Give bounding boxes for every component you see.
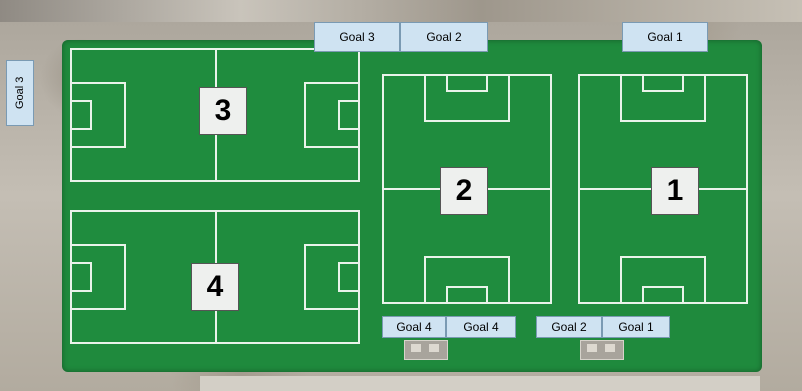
storage-shed xyxy=(580,340,624,360)
goal-label-bottom-goal4-b: Goal 4 xyxy=(446,316,516,338)
goal-box-left xyxy=(70,262,92,292)
goal-box-left xyxy=(70,100,92,130)
goal-box-bottom xyxy=(446,286,488,304)
goal-box-right xyxy=(338,262,360,292)
bottom-road xyxy=(200,376,760,391)
goal-label-left-goal3: Goal 3 xyxy=(6,60,34,126)
goal-label-bottom-goal4-a: Goal 4 xyxy=(382,316,446,338)
goal-box-top xyxy=(446,74,488,92)
goal-label-top-goal3: Goal 3 xyxy=(314,22,400,52)
field-number-3: 3 xyxy=(199,87,247,135)
storage-shed xyxy=(404,340,448,360)
goal-label-top-goal1: Goal 1 xyxy=(622,22,708,52)
goal-box-bottom xyxy=(642,286,684,304)
goal-label-bottom-goal2: Goal 2 xyxy=(536,316,602,338)
field-number-2: 2 xyxy=(440,167,488,215)
goal-label-top-goal2: Goal 2 xyxy=(400,22,488,52)
goal-box-right xyxy=(338,100,360,130)
field-number-1: 1 xyxy=(651,167,699,215)
goal-box-top xyxy=(642,74,684,92)
goal-label-bottom-goal1: Goal 1 xyxy=(602,316,670,338)
top-road-strip xyxy=(0,0,802,22)
field-number-4: 4 xyxy=(191,263,239,311)
